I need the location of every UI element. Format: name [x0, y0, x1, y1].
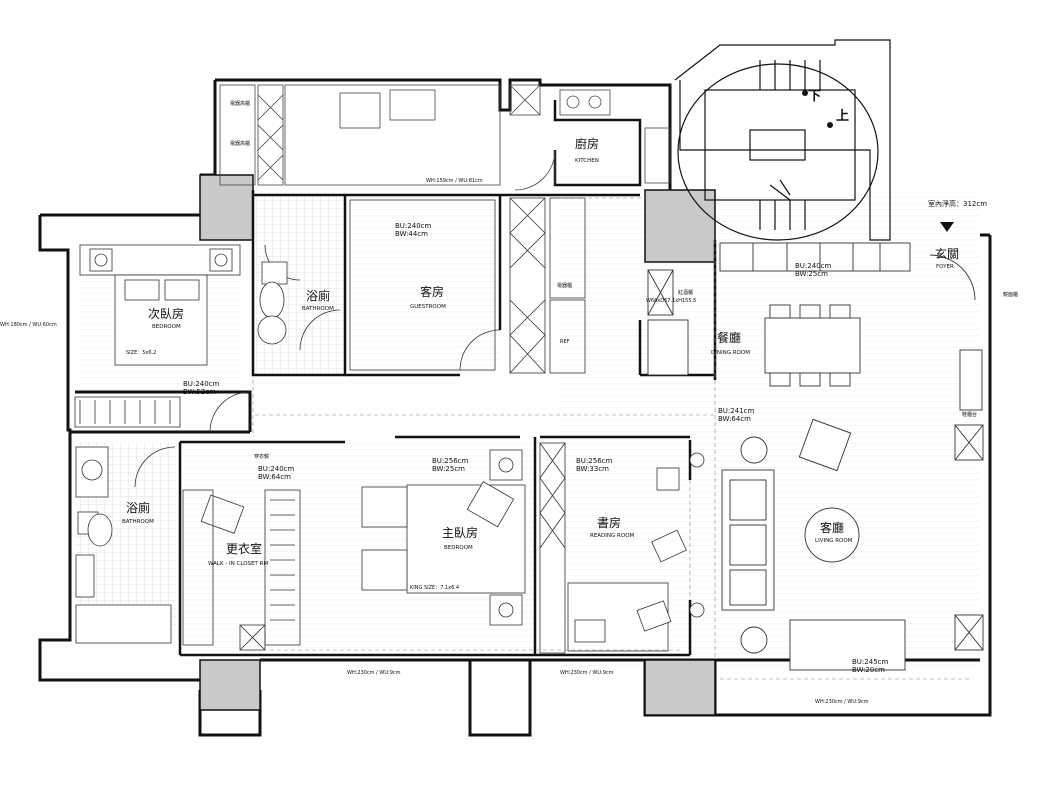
- foyer-label: 玄關: [935, 246, 959, 261]
- walk-in-closet: [182, 489, 301, 651]
- bed2-wall-dim: WH:180cm / WU:60cm: [0, 322, 57, 328]
- ceiling-height-note: 室內淨高：312cm: [928, 199, 987, 208]
- reading-label-en: READING ROOM: [590, 533, 635, 539]
- guestroom-label-en: GUESTROOM: [410, 304, 446, 310]
- dining-label: 餐廳: [717, 330, 741, 345]
- tall-cabinet-2: 電器高櫃: [230, 140, 250, 147]
- bathroom-bottom-label-en: BATHROOM: [122, 519, 154, 525]
- guest-bu-dim: BU:240cm: [395, 222, 431, 230]
- living-bw2-dim: BW:20cm: [852, 666, 885, 674]
- living-label-en: LIVING ROOM: [815, 538, 853, 544]
- closet-bu-dim: BU:240cm: [258, 465, 294, 473]
- tall-cabinet-1: 電器高櫃: [230, 100, 250, 107]
- bathroom-bottom-fixtures: [75, 446, 176, 644]
- bedroom2-label: 次臥房: [148, 306, 184, 321]
- kitchen-label: 廚房: [575, 136, 599, 151]
- bathroom-bottom-label: 浴廁: [126, 500, 150, 515]
- bedroom2-size: SIZE：5x6.2: [126, 350, 156, 356]
- living-bu1-dim: BU:241cm: [718, 407, 754, 415]
- wine-note: 紅酒櫃: [678, 289, 693, 296]
- bathroom-top-label: 浴廁: [306, 288, 330, 303]
- walk-in-label-en: WALK - IN CLOSET RM: [208, 561, 268, 567]
- kitchen-fixtures: [219, 84, 671, 191]
- closet-mirror-note: 穿衣鏡: [254, 453, 269, 460]
- stairs-up-label: 上: [836, 109, 849, 124]
- reading-furniture: [539, 442, 705, 654]
- ceiling-lines: [252, 197, 970, 680]
- stair-arrow-icon: [940, 222, 954, 232]
- master-bu-dim: BU:256cm: [432, 457, 468, 465]
- living-window-dim: WH:230cm / WU:9cm: [815, 699, 869, 705]
- reading-bw-dim: BW:33cm: [576, 465, 609, 473]
- reading-bu-dim: BU:256cm: [576, 457, 612, 465]
- floor-finishes: [76, 195, 980, 670]
- foyer-label-en: FOYER: [936, 264, 954, 270]
- kitchen-label-en: KITCHEN: [575, 158, 599, 164]
- stairs-down-label: 下: [808, 89, 821, 104]
- master-bw-dim: BW:25cm: [432, 465, 465, 473]
- dining-bu-dim: BU:240cm: [795, 262, 831, 270]
- wine-dim-note: W68xD67.1xH155.5: [646, 298, 696, 304]
- guestroom-label: 客房: [420, 284, 444, 299]
- bed2-bw-dim: BW:52cm: [183, 388, 216, 396]
- dining-furniture: [647, 242, 976, 387]
- bedroom2-furniture: [74, 244, 251, 433]
- dining-bw-dim: BW:25cm: [795, 270, 828, 278]
- walk-in-label: 更衣室: [226, 541, 262, 556]
- master-label: 主臥房: [442, 525, 478, 540]
- stair-marker-up: [827, 122, 833, 128]
- living-furniture: [721, 349, 984, 671]
- columns: [199, 174, 716, 716]
- living-label: 客廳: [820, 520, 844, 535]
- living-bu2-dim: BU:245cm: [852, 658, 888, 666]
- dining-label-en: DINING ROOM: [711, 350, 750, 356]
- kitchen-window-dim: WH:159cm / WU:81cm: [426, 178, 483, 184]
- staircase: [674, 39, 891, 241]
- tall-cabinet-3: 電器櫃: [557, 282, 572, 289]
- reading-label: 書房: [597, 515, 621, 530]
- master-furniture: [361, 449, 526, 626]
- closet-bw-dim: BW:64cm: [258, 473, 291, 481]
- master-size: KING SIZE：7.1x6.4: [410, 585, 459, 591]
- bathroom-top-fixtures: [257, 261, 341, 351]
- fridge-label: REF: [560, 339, 570, 345]
- living-bw1-dim: BW:64cm: [718, 415, 751, 423]
- mirror-cabinet-note: 鏡面櫃: [1003, 291, 1018, 298]
- shoe-cabinet-note: 鞋櫃台: [962, 411, 977, 418]
- bedroom2-label-en: BEDROOM: [152, 324, 181, 330]
- master-window-dim: WH:230cm / WU:9cm: [347, 670, 401, 676]
- bathroom-top-label-en: BATHROOM: [302, 306, 334, 312]
- guest-bw-dim: BW:44cm: [395, 230, 428, 238]
- master-label-en: BEDROOM: [444, 545, 473, 551]
- bed2-bu-dim: BU:240cm: [183, 380, 219, 388]
- reading-window-dim: WH:230cm / WU:9cm: [560, 670, 614, 676]
- stair-marker-down: [802, 90, 808, 96]
